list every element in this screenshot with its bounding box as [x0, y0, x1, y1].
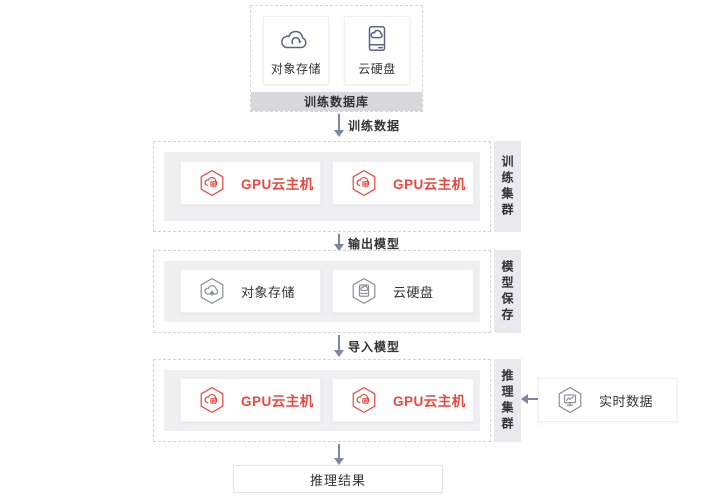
cloud-disk-node-card: 云硬盘 [332, 269, 474, 313]
down-arrow-head [334, 350, 344, 357]
inference-cluster-tab-label: 推理集群 [500, 368, 514, 433]
gpu-hexagon-icon [197, 168, 227, 198]
inference-result-box: 推理结果 [233, 465, 443, 493]
model-save-tab-label: 模型保存 [500, 259, 514, 324]
monitor-hexagon-icon [555, 385, 585, 415]
gpu-host-card: GPU云主机 [180, 161, 321, 205]
gpu-host-label: GPU云主机 [393, 177, 466, 192]
down-arrow-head [334, 458, 344, 465]
realtime-data-label: 实时数据 [599, 393, 654, 409]
gpu-hexagon-icon [349, 168, 379, 198]
cloud-upload-icon [279, 25, 313, 53]
gpu-host-label: GPU云主机 [241, 394, 314, 409]
training-cluster-tab-label: 训练集群 [500, 154, 514, 219]
gpu-hexagon-icon [197, 385, 227, 415]
left-arrow [527, 398, 538, 400]
down-arrow-head [334, 244, 344, 251]
object-storage-label: 对象存储 [270, 61, 321, 76]
gpu-host-card: GPU云主机 [332, 378, 474, 422]
gpu-hexagon-icon [349, 385, 379, 415]
flow-label-output-model: 输出模型 [348, 237, 401, 251]
gpu-host-label: GPU云主机 [393, 394, 466, 409]
down-arrow [338, 335, 340, 350]
cloud-disk-label: 云硬盘 [358, 61, 396, 76]
object-storage-node-label: 对象存储 [241, 284, 296, 300]
gpu-host-label: GPU云主机 [241, 177, 314, 192]
model-save-tab: 模型保存 [494, 250, 521, 333]
flow-label-training-data: 训练数据 [348, 119, 401, 133]
down-arrow [338, 444, 340, 458]
cloud-hexagon-icon [197, 276, 227, 306]
realtime-data-card: 实时数据 [538, 378, 677, 422]
gpu-host-card: GPU云主机 [180, 378, 321, 422]
inference-cluster-tab: 推理集群 [494, 359, 521, 442]
object-storage-node-card: 对象存储 [180, 269, 321, 313]
gpu-host-card: GPU云主机 [332, 161, 474, 205]
down-arrow [338, 234, 340, 244]
cloud-disk-icon [360, 25, 394, 53]
training-cluster-tab: 训练集群 [494, 141, 521, 232]
object-storage-card: 对象存储 [263, 16, 329, 85]
training-database-title-bar: 训练数据库 [251, 92, 422, 111]
cloud-disk-card: 云硬盘 [344, 16, 410, 85]
down-arrow [338, 114, 340, 130]
cloud-disk-node-label: 云硬盘 [393, 284, 434, 300]
left-arrow-head [521, 394, 528, 404]
disk-hexagon-icon [349, 276, 379, 306]
down-arrow-head [334, 130, 344, 137]
flow-label-import-model: 导入模型 [348, 340, 401, 354]
